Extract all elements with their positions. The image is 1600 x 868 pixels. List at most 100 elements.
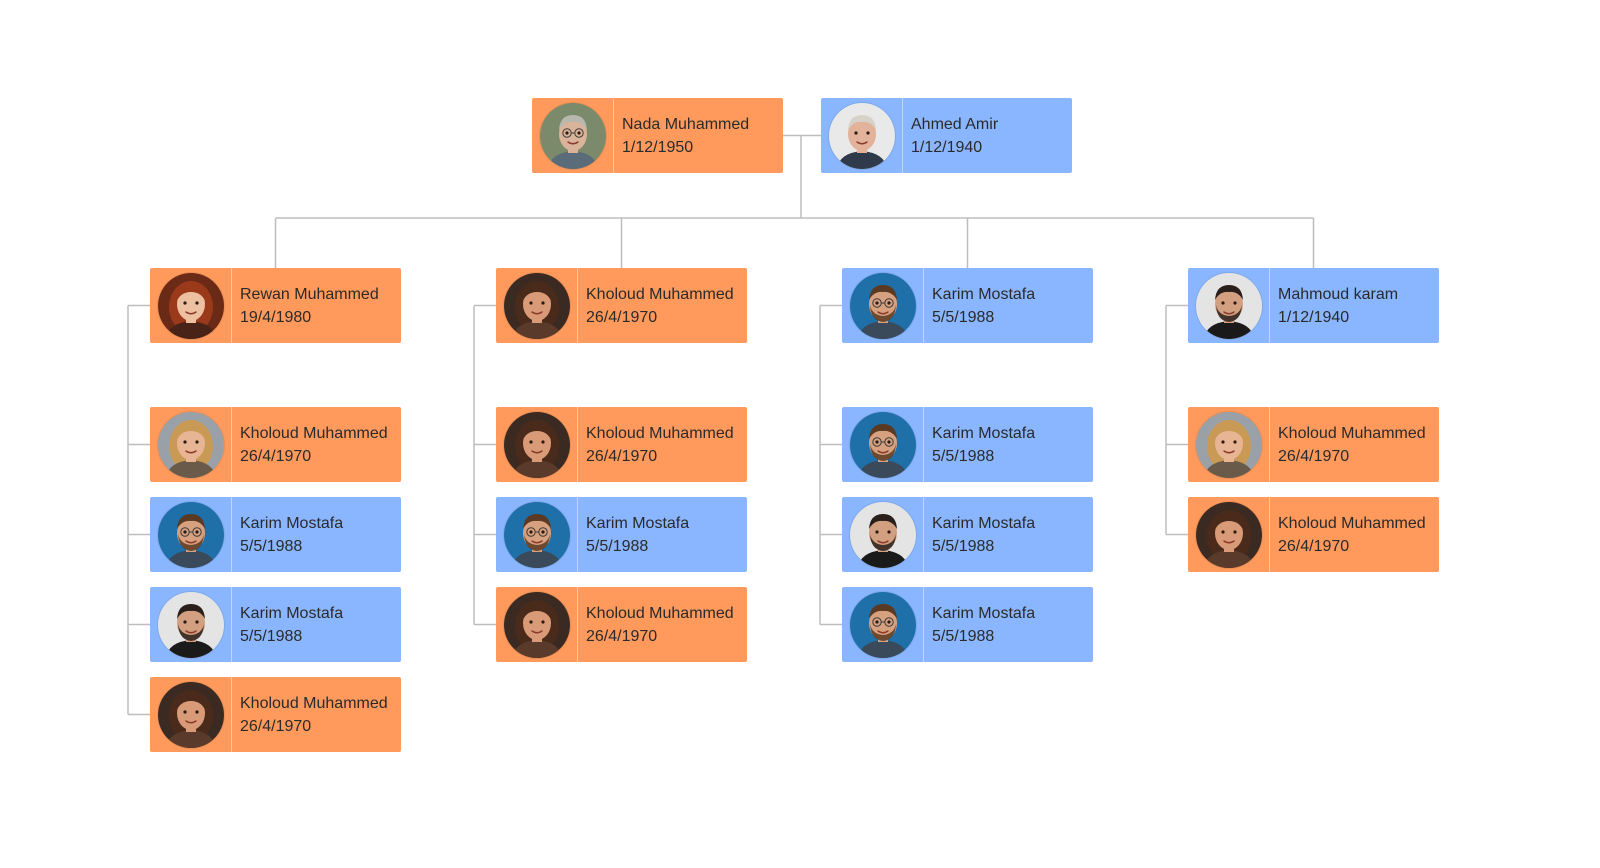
person-name: Karim Mostafa: [932, 604, 1036, 622]
avatar: [503, 411, 570, 478]
person-card[interactable]: Rewan Muhammed 19/4/1980: [150, 268, 401, 343]
avatar: [1195, 272, 1262, 339]
avatar-cell: [1188, 407, 1270, 482]
person-card[interactable]: Kholoud Muhammed 26/4/1970: [496, 587, 747, 662]
person-info: Karim Mostafa 5/5/1988: [924, 283, 1035, 329]
person-name: Karim Mostafa: [240, 514, 344, 532]
person-date: 26/4/1970: [240, 717, 312, 735]
person-info: Rewan Muhammed 19/4/1980: [232, 283, 379, 329]
person-date: 26/4/1970: [240, 447, 312, 465]
person-date: 26/4/1970: [586, 627, 658, 645]
person-card[interactable]: Karim Mostafa 5/5/1988: [496, 497, 747, 572]
avatar-cell: [150, 407, 232, 482]
avatar-cell: [842, 497, 924, 572]
avatar: [503, 501, 570, 568]
person-name: Kholoud Muhammed: [240, 694, 388, 712]
person-name: Karim Mostafa: [240, 604, 344, 622]
person-name: Kholoud Muhammed: [586, 424, 734, 442]
person-card[interactable]: Nada Muhammed 1/12/1950: [532, 98, 783, 173]
person-name: Kholoud Muhammed: [240, 424, 388, 442]
avatar: [1195, 411, 1262, 478]
person-name: Nada Muhammed: [622, 115, 750, 133]
avatar-cell: [496, 268, 578, 343]
person-info: Kholoud Muhammed 26/4/1970: [1270, 422, 1426, 468]
person-name: Karim Mostafa: [932, 514, 1036, 532]
avatar: [849, 591, 916, 658]
person-card[interactable]: Karim Mostafa 5/5/1988: [842, 407, 1093, 482]
person-card[interactable]: Karim Mostafa 5/5/1988: [842, 268, 1093, 343]
avatar-cell: [1188, 497, 1270, 572]
person-name: Karim Mostafa: [586, 514, 690, 532]
person-info: Kholoud Muhammed 26/4/1970: [232, 422, 388, 468]
person-date: 5/5/1988: [932, 447, 995, 465]
person-date: 26/4/1970: [1278, 447, 1350, 465]
person-date: 5/5/1988: [932, 537, 995, 555]
person-date: 5/5/1988: [240, 537, 303, 555]
person-card[interactable]: Karim Mostafa 5/5/1988: [150, 497, 401, 572]
avatar: [157, 411, 224, 478]
person-info: Karim Mostafa 5/5/1988: [232, 602, 343, 648]
person-card[interactable]: Kholoud Muhammed 26/4/1970: [1188, 407, 1439, 482]
person-card[interactable]: Karim Mostafa 5/5/1988: [150, 587, 401, 662]
person-name: Karim Mostafa: [932, 285, 1036, 303]
person-date: 5/5/1988: [586, 537, 649, 555]
person-card[interactable]: Karim Mostafa 5/5/1988: [842, 497, 1093, 572]
avatar-cell: [496, 587, 578, 662]
person-name: Mahmoud karam: [1278, 285, 1399, 303]
avatar-cell: [842, 587, 924, 662]
avatar-cell: [150, 587, 232, 662]
avatar: [157, 591, 224, 658]
person-date: 5/5/1988: [932, 308, 995, 326]
person-date: 1/12/1940: [911, 138, 983, 156]
person-name: Kholoud Muhammed: [586, 604, 734, 622]
person-date: 1/12/1950: [622, 138, 694, 156]
person-info: Kholoud Muhammed 26/4/1970: [578, 283, 734, 329]
avatar-cell: [496, 407, 578, 482]
avatar: [157, 681, 224, 748]
person-info: Nada Muhammed 1/12/1950: [614, 113, 749, 159]
person-info: Kholoud Muhammed 26/4/1970: [232, 692, 388, 738]
person-date: 5/5/1988: [932, 627, 995, 645]
avatar: [157, 272, 224, 339]
person-info: Kholoud Muhammed 26/4/1970: [578, 602, 734, 648]
avatar-cell: [532, 98, 614, 173]
person-card[interactable]: Kholoud Muhammed 26/4/1970: [150, 677, 401, 752]
avatar-cell: [150, 268, 232, 343]
person-name: Karim Mostafa: [932, 424, 1036, 442]
person-info: Karim Mostafa 5/5/1988: [924, 602, 1035, 648]
avatar-cell: [150, 497, 232, 572]
avatar-cell: [150, 677, 232, 752]
avatar: [503, 272, 570, 339]
person-card[interactable]: Karim Mostafa 5/5/1988: [842, 587, 1093, 662]
avatar: [849, 272, 916, 339]
avatar-cell: [1188, 268, 1270, 343]
avatar: [849, 411, 916, 478]
avatar: [503, 591, 570, 658]
person-card[interactable]: Kholoud Muhammed 26/4/1970: [150, 407, 401, 482]
avatar: [157, 501, 224, 568]
person-name: Kholoud Muhammed: [1278, 424, 1426, 442]
avatar: [828, 102, 895, 169]
person-info: Karim Mostafa 5/5/1988: [924, 422, 1035, 468]
person-date: 5/5/1988: [240, 627, 303, 645]
person-date: 26/4/1970: [586, 308, 658, 326]
avatar-cell: [496, 497, 578, 572]
avatar-cell: [842, 407, 924, 482]
person-name: Rewan Muhammed: [240, 285, 379, 303]
person-card[interactable]: Kholoud Muhammed 26/4/1970: [496, 268, 747, 343]
person-info: Karim Mostafa 5/5/1988: [924, 512, 1035, 558]
person-name: Kholoud Muhammed: [586, 285, 734, 303]
person-info: Karim Mostafa 5/5/1988: [578, 512, 689, 558]
avatar: [539, 102, 606, 169]
avatar: [1195, 501, 1262, 568]
person-name: Kholoud Muhammed: [1278, 514, 1426, 532]
person-date: 19/4/1980: [240, 308, 312, 326]
